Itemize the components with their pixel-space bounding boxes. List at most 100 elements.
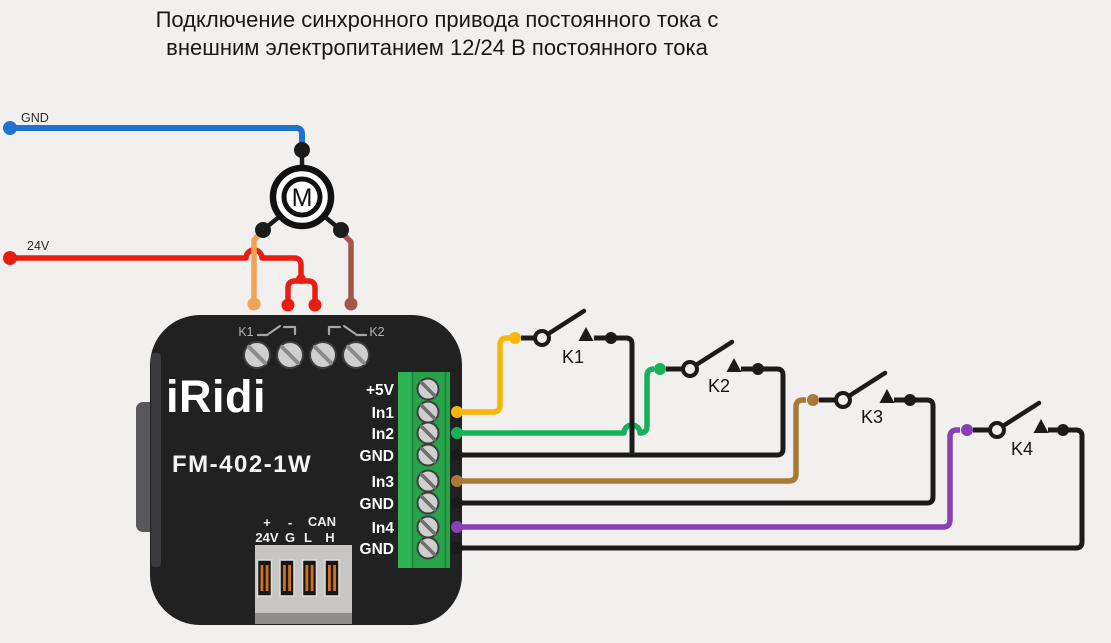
v24-terminal-dot-left xyxy=(281,298,295,312)
bus-h-label: H xyxy=(325,530,334,545)
diagram-title-line1: Подключение синхронного привода постоянн… xyxy=(156,7,719,32)
motor-terminal-left xyxy=(255,222,271,238)
k4-pivot xyxy=(988,421,1006,439)
motor-terminal-top xyxy=(294,142,310,158)
gnd-feed-label: GND xyxy=(21,111,49,125)
bus-pin-2 xyxy=(279,559,295,597)
in2-switch-dot xyxy=(654,363,666,375)
motor-symbol: M xyxy=(255,142,349,238)
in1-wire xyxy=(457,335,513,415)
terminal-screw-in3-slot xyxy=(419,472,437,490)
relay-k2-contact-glyph xyxy=(327,324,368,337)
device-left-edge xyxy=(151,353,161,567)
device-brand-logo: iRidi xyxy=(166,371,266,422)
in4-switch-dot xyxy=(961,424,973,436)
terminal-label-5v: +5V xyxy=(366,382,395,399)
in3-switch-dot xyxy=(807,394,819,406)
v24-terminal-dot-right xyxy=(308,298,322,312)
k4-switch-label: K4 xyxy=(1011,439,1033,459)
terminal-label-in3: In3 xyxy=(372,474,395,491)
in2-wire xyxy=(457,366,655,436)
k2-pivot xyxy=(681,360,699,378)
bus-can-label: CAN xyxy=(308,514,336,529)
terminal-label-in4: In4 xyxy=(372,520,395,537)
v24-junction-dot xyxy=(296,274,306,284)
k3-switch-label: K3 xyxy=(861,407,883,427)
in4-terminal-dot xyxy=(451,521,463,533)
k4-contact-arrow xyxy=(1033,419,1049,433)
terminal-screw-in4-slot xyxy=(419,518,437,536)
gnd3-terminal-dot xyxy=(451,542,463,554)
device-module: K1 K2 iRidi FM-402-1W + - CAN 24V G L H xyxy=(136,315,462,625)
motor-wire-a xyxy=(251,230,264,302)
k3-contact-dot xyxy=(904,394,916,406)
device-relay-k1-label: K1 xyxy=(238,325,253,339)
k3-contact-arrow xyxy=(879,389,895,403)
terminal-label-gnd2: GND xyxy=(360,496,394,513)
in1-switch-dot xyxy=(509,332,521,344)
bus-24v-label: 24V xyxy=(255,530,278,545)
relay-screw-2-slot xyxy=(280,345,300,365)
k1-contact-arrow xyxy=(578,327,594,341)
terminal-block-edge xyxy=(398,372,412,568)
relay-screw-1-slot xyxy=(247,345,267,365)
gnd-feed-wire: GND xyxy=(3,111,305,153)
in4-wire xyxy=(457,427,960,530)
k1-blade xyxy=(545,308,587,337)
bus-g-label: G xyxy=(285,530,295,545)
k4-contact-dot xyxy=(1057,424,1069,436)
terminal-screw-gnd2-slot xyxy=(419,494,437,512)
relay-screw-4-slot xyxy=(346,345,366,365)
in3-wire xyxy=(457,397,806,484)
terminal-screw-gnd1-slot xyxy=(419,446,437,464)
diagram-title-line2: внешним электропитанием 12/24 В постоянн… xyxy=(166,35,708,60)
terminal-screw-in2-slot xyxy=(419,424,437,442)
relay-screw-3-slot xyxy=(313,345,333,365)
k2-contact-dot xyxy=(752,363,764,375)
bus-l-label: L xyxy=(304,530,312,545)
gnd1-terminal-dot xyxy=(451,449,463,461)
terminal-label-in1: In1 xyxy=(372,405,395,422)
terminal-screw-5v-slot xyxy=(419,380,437,398)
k4-blade xyxy=(1000,400,1042,429)
motor-wire-b-dot xyxy=(344,297,358,311)
bus-connector-base xyxy=(255,613,352,624)
gnd-wire-endpoint xyxy=(3,121,17,135)
gnd2-terminal-dot xyxy=(451,497,463,509)
k1-switch-label: K1 xyxy=(562,347,584,367)
terminal-screws xyxy=(416,377,440,560)
v24-feed-label: 24V xyxy=(27,239,50,253)
motor-terminal-right xyxy=(333,222,349,238)
v24-feed-wire: 24V xyxy=(3,239,322,312)
terminal-screw-gnd3-slot xyxy=(419,539,437,557)
gnd-wire-path xyxy=(7,125,305,153)
device-model-label: FM-402-1W xyxy=(172,451,312,478)
k1-pivot xyxy=(533,329,551,347)
relay-screw-terminals xyxy=(243,341,370,369)
terminal-label-in2: In2 xyxy=(372,426,394,443)
switch-k4: K4 xyxy=(451,400,1085,554)
k2-switch-label: K2 xyxy=(708,376,730,396)
k2-blade xyxy=(693,339,735,368)
switch-k3: K3 xyxy=(451,370,936,509)
in1-terminal-dot xyxy=(451,406,463,418)
bus-minus-label: - xyxy=(288,515,292,530)
input-terminal-block: +5V In1 In2 GND In3 GND In4 GND xyxy=(360,372,450,568)
device-body xyxy=(150,315,462,625)
k3-blade xyxy=(846,370,888,399)
bus-pin-3 xyxy=(301,559,318,597)
k4-return-wire xyxy=(457,427,1085,551)
motor-label: M xyxy=(292,184,313,212)
bus-pin-4 xyxy=(324,559,340,597)
switch-k1: K1 xyxy=(521,308,635,455)
motor-wire-a-dot xyxy=(247,297,261,311)
in3-terminal-dot xyxy=(451,475,463,487)
motor-wire-b xyxy=(339,230,354,302)
terminal-label-gnd3: GND xyxy=(360,541,394,558)
k3-return-wire xyxy=(457,397,936,506)
k1-contact-dot xyxy=(605,332,617,344)
v24-wire-endpoint xyxy=(3,251,17,265)
motor-inner-ring xyxy=(281,176,323,218)
